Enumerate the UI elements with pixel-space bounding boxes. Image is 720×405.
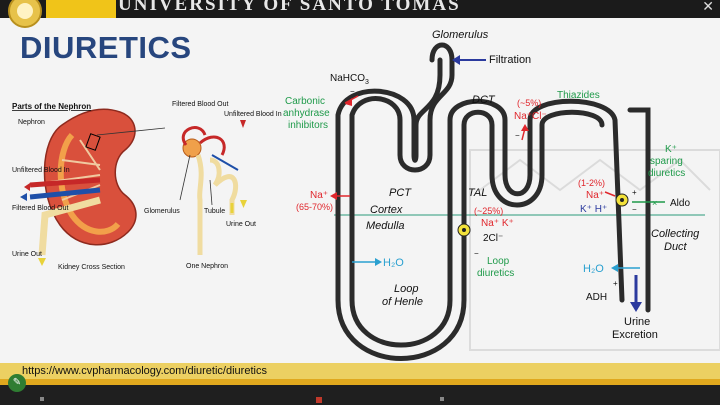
- adh-label: ADH: [586, 292, 607, 303]
- filtration-arrow: [452, 55, 486, 65]
- slide-title: DIURETICS: [20, 30, 192, 65]
- kh-label: K⁺ H⁺: [580, 204, 607, 215]
- cortex-label: Cortex: [370, 204, 403, 216]
- filtered-blood-out-top-label: Filtered Blood Out: [172, 101, 228, 108]
- nephron-tubule: [335, 42, 651, 361]
- loop-of-label: Loop: [394, 283, 418, 295]
- h2o-left-label: H₂O: [383, 257, 404, 269]
- svg-text:−: −: [632, 205, 637, 214]
- carbonic-label: Carbonic: [285, 96, 325, 107]
- dct-label: DCT: [472, 94, 496, 106]
- filtration-label: Filtration: [489, 54, 531, 66]
- kidney-cross-section-label: Kidney Cross Section: [58, 264, 125, 271]
- of-henle-label: of Henle: [382, 296, 423, 308]
- aldo-label: Aldo: [670, 198, 690, 209]
- k-sparing-k-label: K⁺: [665, 144, 677, 155]
- loop-diuretics-label: diuretics: [477, 268, 514, 279]
- excretion-label: Excretion: [612, 329, 658, 341]
- urine-out-label: Urine Out: [12, 251, 42, 258]
- tal-percent-label: (~25%): [474, 206, 503, 216]
- water-left-arrow: [352, 258, 382, 266]
- bicarbonate-arrow: [344, 95, 359, 106]
- parts-title: Parts of the Nephron: [12, 102, 91, 111]
- svg-text:+: +: [632, 188, 637, 197]
- cd-percent-label: (1-2%): [578, 178, 605, 188]
- pen-tool-icon[interactable]: ✎: [8, 374, 26, 392]
- inhibitors-label: inhibitors: [288, 120, 328, 131]
- urine-label: Urine: [624, 316, 650, 328]
- top-banner: UNIVERSITY OF SANTO TOMAS ✕: [0, 0, 720, 28]
- kidney-cross-section: [29, 108, 166, 256]
- k-sparing-diuretics-label: diuretics: [648, 168, 685, 179]
- nephron-label: Nephron: [18, 119, 45, 126]
- na-pct-label: Na⁺: [310, 190, 328, 201]
- glomerulus-left-label: Glomerulus: [144, 208, 180, 215]
- duct-label: Duct: [664, 241, 688, 253]
- na-k-label: Na⁺ K⁺: [481, 218, 514, 229]
- urine-out-right-label: Urine Out: [226, 221, 256, 228]
- unfiltered-blood-in-label: Unfiltered Blood In: [12, 167, 70, 174]
- nacl-label: Na⁺Cl⁻: [514, 111, 547, 122]
- na-cd-arrow: [604, 191, 616, 197]
- filtered-blood-out-label: Filtered Blood Out: [12, 205, 68, 212]
- water-right-arrow: [611, 264, 640, 272]
- nahco3-label: NaHCO3: [330, 73, 369, 86]
- sparing-label: sparing: [650, 156, 683, 167]
- h2o-right-label: H₂O: [583, 263, 604, 275]
- na-pct-percent-label: (65-70%): [296, 202, 333, 212]
- taskbar-indicator-record: [316, 397, 322, 403]
- tubule-label: Tubule: [204, 208, 225, 215]
- one-nephron-label: One Nephron: [186, 263, 228, 270]
- dct-percent-label: (~5%): [517, 98, 541, 108]
- banner-accent: [46, 0, 116, 18]
- university-title: UNIVERSITY OF SANTO TOMAS: [118, 0, 461, 15]
- na-cd-label: Na⁺: [586, 190, 604, 201]
- pct-label: PCT: [389, 187, 412, 199]
- two-cl-label: 2Cl⁻: [483, 233, 503, 244]
- svg-text:+: +: [613, 279, 618, 288]
- taskbar-indicator-left: [40, 397, 44, 401]
- urine-excretion-arrow: [630, 275, 642, 312]
- footer-bar: [0, 363, 720, 385]
- loop-label: Loop: [487, 256, 510, 267]
- source-link[interactable]: https://www.cvpharmacology.com/diuretic/…: [22, 365, 267, 377]
- close-icon[interactable]: ✕: [702, 0, 714, 14]
- svg-text:×: ×: [652, 198, 657, 208]
- nacl-arrow: [521, 124, 529, 141]
- thiazides-label: Thiazides: [557, 90, 600, 101]
- building-watermark: [469, 149, 720, 351]
- anhydrase-label: anhydrase: [283, 108, 330, 119]
- svg-text:−: −: [474, 249, 479, 258]
- tal-label: TAL: [468, 187, 487, 199]
- svg-text:−: −: [515, 131, 520, 140]
- one-nephron-diagram: [181, 120, 247, 255]
- collecting-label: Collecting: [651, 228, 700, 240]
- glomerulus-label: Glomerulus: [432, 29, 489, 41]
- svg-text:−: −: [350, 87, 355, 96]
- taskbar: [0, 385, 720, 405]
- taskbar-indicator-right: [440, 397, 444, 401]
- ust-seal-icon: [8, 0, 42, 28]
- unfiltered-blood-in-top-label: Unfiltered Blood In: [224, 111, 282, 118]
- medulla-label: Medulla: [366, 220, 405, 232]
- na-left-arrow: [330, 192, 350, 200]
